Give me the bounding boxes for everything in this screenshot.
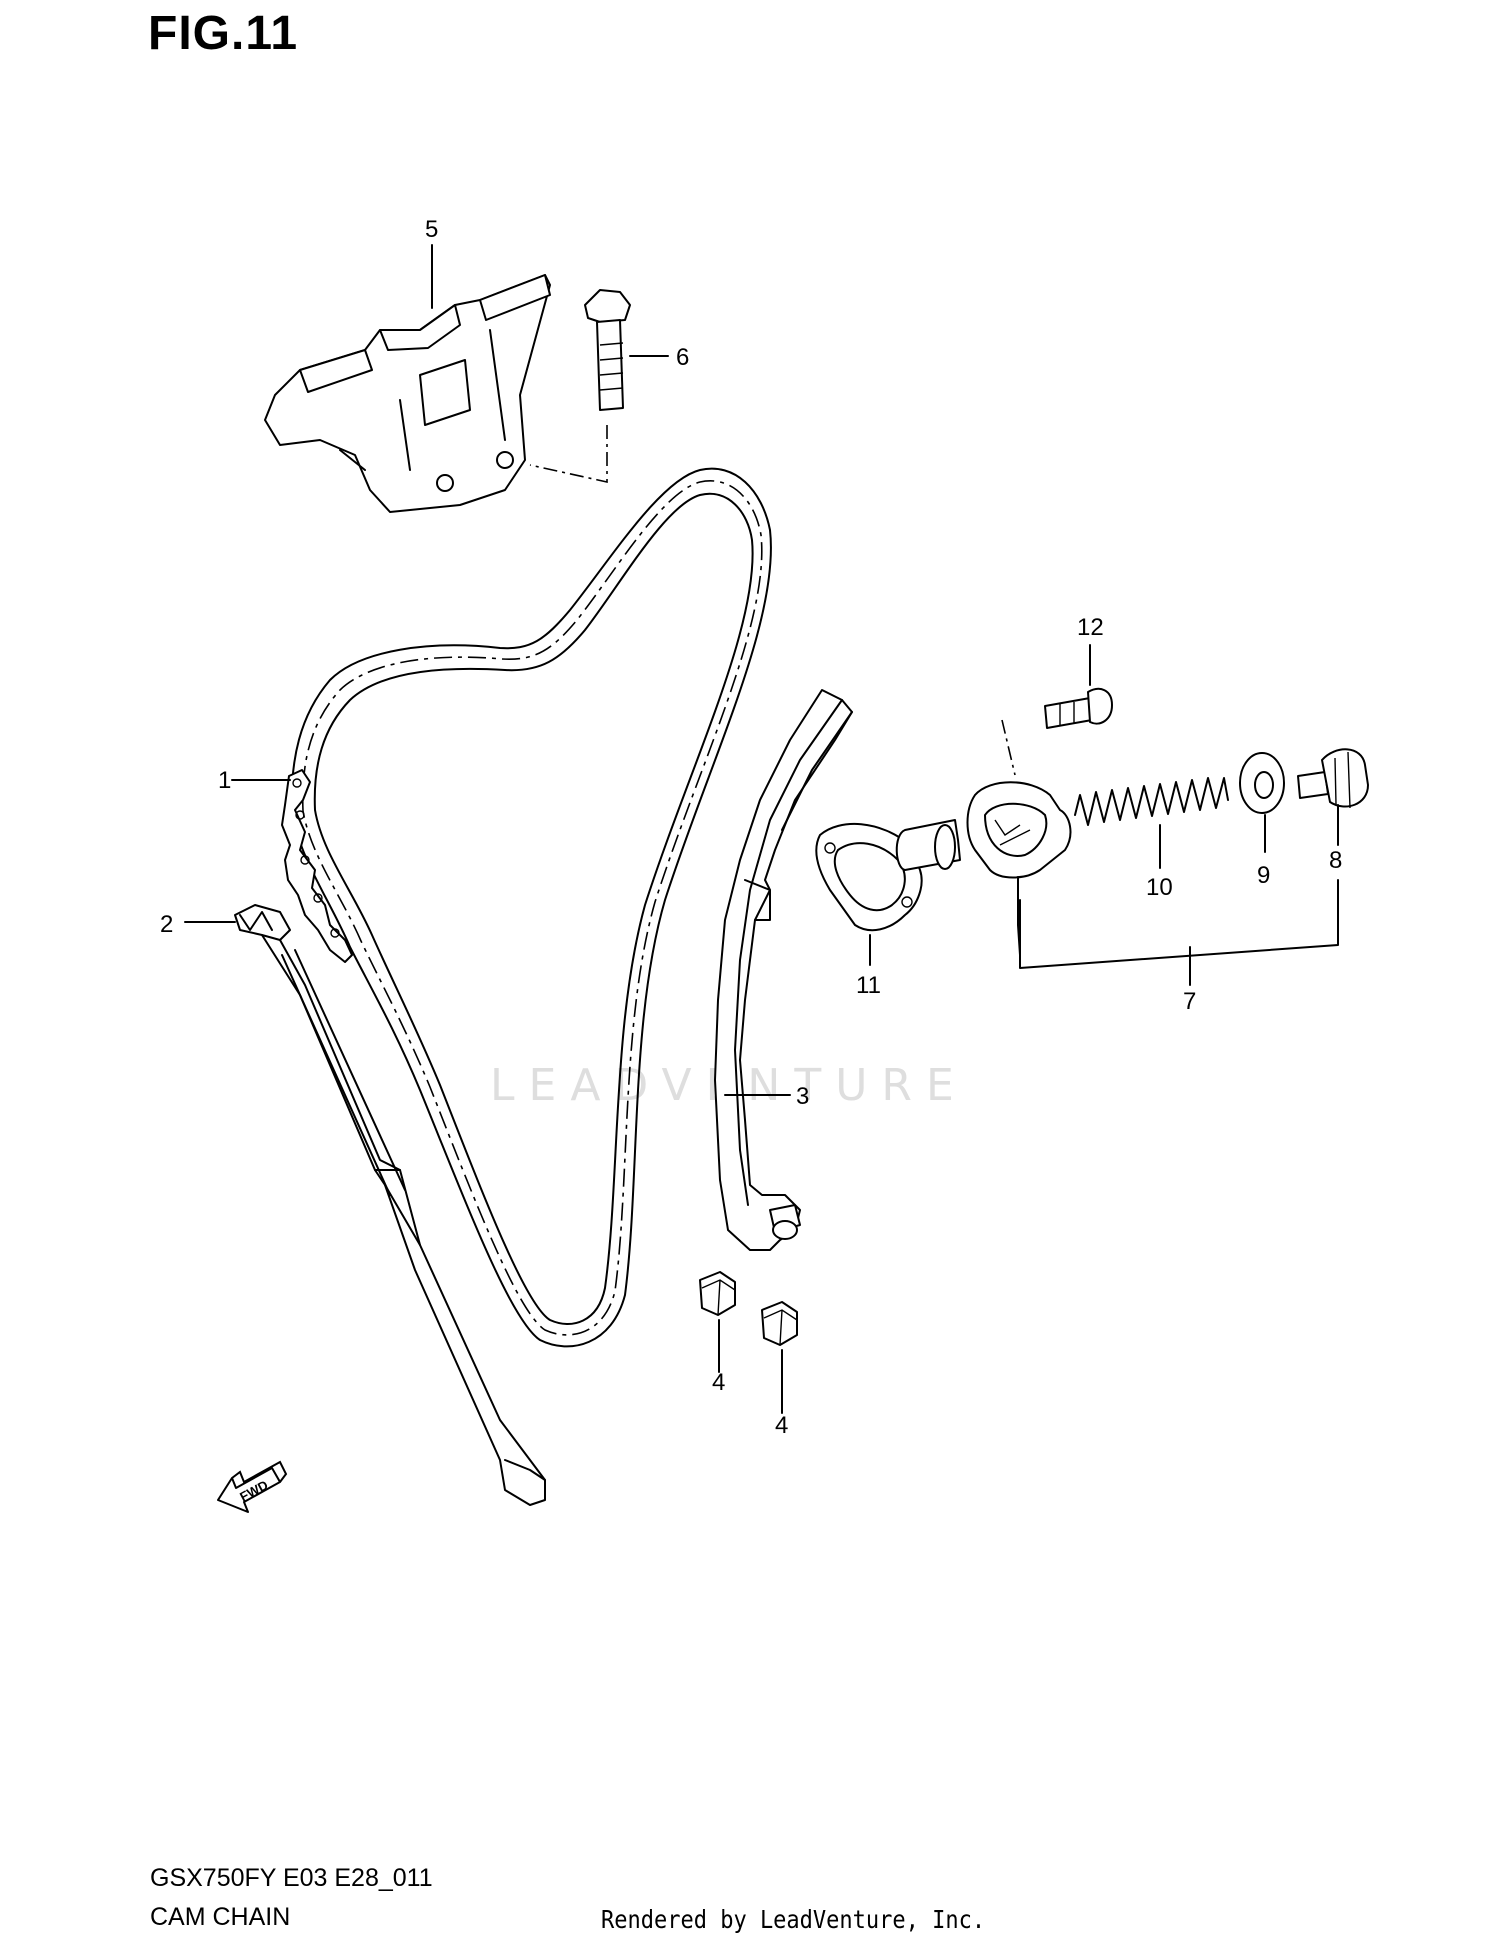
section-name: CAM CHAIN: [150, 1903, 291, 1931]
part-10-spring[interactable]: [1074, 777, 1229, 869]
part-2-chain-guide[interactable]: [234, 904, 546, 1506]
callout-3: 3: [796, 1083, 809, 1110]
part-12-to-7-leader: [1001, 719, 1016, 776]
part-9-washer[interactable]: [1239, 752, 1285, 853]
figure-title: FIG.11: [148, 7, 299, 60]
callout-1: 1: [218, 767, 231, 794]
part-1-cam-chain[interactable]: [281, 467, 772, 1348]
part-4-damper-a[interactable]: [699, 1271, 736, 1373]
callout-9: 9: [1257, 862, 1270, 889]
fwd-arrow-label: FWD: [237, 1477, 270, 1504]
part-4-damper-b[interactable]: [761, 1301, 798, 1414]
part-6-to-5-leader: [529, 425, 608, 483]
part-6-bolt[interactable]: [584, 289, 669, 411]
callout-8: 8: [1329, 847, 1342, 874]
callout-5: 5: [425, 216, 438, 243]
callout-7: 7: [1183, 988, 1196, 1015]
callout-2: 2: [160, 911, 173, 938]
rendered-by-credit: Rendered by LeadVenture, Inc.: [601, 1905, 986, 1934]
part-7-tensioner-assembly[interactable]: [895, 781, 1072, 956]
part-11-gasket[interactable]: [815, 822, 923, 966]
callout-4b: 4: [775, 1412, 788, 1439]
part-8-cap-bolt[interactable]: [1297, 748, 1369, 846]
callout-4a: 4: [712, 1369, 725, 1396]
part-3-tensioner-guide[interactable]: [714, 689, 853, 1251]
fwd-arrow-icon: FWD: [217, 1460, 288, 1513]
part-5-chain-guide-top[interactable]: [264, 274, 551, 513]
model-code: GSX750FY E03 E28_011: [150, 1864, 433, 1892]
part-12-bolt[interactable]: [1044, 644, 1113, 729]
callout-11: 11: [856, 972, 881, 999]
part-7-group-bracket: [1019, 879, 1339, 969]
callout-10: 10: [1146, 874, 1173, 901]
callout-6: 6: [676, 344, 689, 371]
callout-12: 12: [1077, 614, 1104, 641]
